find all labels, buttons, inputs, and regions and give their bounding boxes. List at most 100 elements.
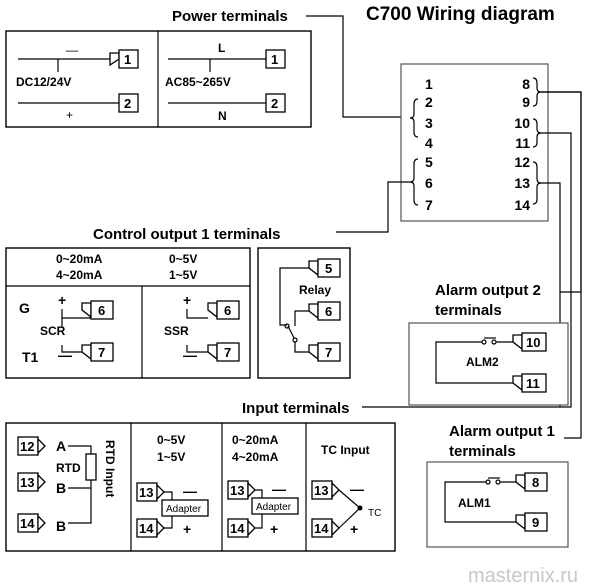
current-terminal-14: 14 [227,518,256,538]
ssr-label: SSR [164,324,189,338]
control-current-range-1: 0~20mA [56,252,103,266]
alarm1-terminal-9: 9 [515,512,548,532]
alarm2-terminal-10: 10 [512,332,547,352]
scr-label: SCR [40,324,66,338]
current-terminal-13: 13 [227,480,256,500]
alarm2-panel: ALM2 10 11 [408,322,569,406]
power-ac-terminal-1: 1 [265,49,286,69]
control-output-header: Control output 1 terminals [93,226,281,243]
svg-text:2: 2 [271,96,278,111]
svg-text:12: 12 [20,439,34,454]
terminal-block-number: 5 [425,154,433,170]
alarm1-header-line2: terminals [449,443,516,460]
svg-text:14: 14 [20,516,35,531]
ssr-terminal-7: 7 [207,342,240,362]
control-leader-line [336,181,410,233]
svg-text:14: 14 [139,521,154,536]
control-voltage-range-1: 0~5V [169,252,197,266]
ac-l-label: L [218,41,225,55]
svg-text:7: 7 [325,345,332,360]
alarm1-header: Alarm output 1 [449,423,555,440]
voltage-terminal-14: 14 [136,518,165,538]
terminal-block-number: 14 [514,197,530,213]
relay-panel: Relay 5 6 7 [257,247,351,379]
alarm2-terminal-11: 11 [512,373,547,393]
current-input-range-1: 0~20mA [232,433,279,447]
rtd-b2-label: B [56,518,66,534]
voltage-adapter [161,499,209,517]
power-terminals-header: Power terminals [172,8,288,25]
terminal-block-number: 12 [514,154,530,170]
alarm1-leader-line [541,91,582,439]
rtd-input-label: RTD Input [103,440,117,497]
power-leader-line [306,15,402,118]
svg-text:6: 6 [224,303,231,318]
relay-terminal-6: 6 [308,301,341,321]
svg-text:7: 7 [98,345,105,360]
svg-text:7: 7 [224,345,231,360]
alarm1-to-input-leader [362,132,572,408]
rtd-b1-label: B [56,480,66,496]
rtd-terminal-14: 14 [17,513,46,533]
diagram-title: C700 Wiring diagram [366,4,555,25]
tc-input-label: TC Input [321,443,370,457]
tc-plus-sign: + [350,521,358,537]
scr-minus-sign: — [58,347,72,363]
svg-text:6: 6 [325,304,332,319]
dc-plus-sign: + [66,108,73,122]
svg-text:10: 10 [526,335,540,350]
control-current-range-2: 4~20mA [56,268,103,282]
ac-voltage-label: AC85~265V [165,75,231,89]
tc-terminal-13: 13 [311,480,340,500]
terminal-block-number: 1 [425,76,433,92]
terminal-block-number: 4 [425,135,433,151]
svg-text:6: 6 [98,303,105,318]
rtd-a-label: A [56,438,66,454]
svg-text:1: 1 [271,52,278,67]
rtd-label: RTD [56,461,81,475]
rtd-terminal-12: 12 [17,436,46,456]
svg-text:13: 13 [139,485,153,500]
current-adapter [251,497,299,515]
terminal-block-number: 10 [514,115,530,131]
terminal-block-number: 6 [425,175,433,191]
terminal-block-number: 7 [425,197,433,213]
alarm2-header: Alarm output 2 [435,282,541,299]
control-voltage-range-2: 1~5V [169,268,197,282]
scr-terminal-6: 6 [81,300,114,320]
relay-terminal-7: 7 [308,342,341,362]
ssr-plus-sign: + [183,292,191,308]
rtd-resistor [85,453,97,481]
scr-terminal-7: 7 [81,342,114,362]
voltage-minus-sign: — [183,483,197,499]
voltage-terminal-13: 13 [136,482,165,502]
current-plus-sign: + [270,521,278,537]
input-terminals-header: Input terminals [242,400,350,417]
input-panel: 12 13 14 A B B RTD RTD Input 0~5V 1~5V 1… [5,422,396,552]
svg-text:11: 11 [526,376,540,391]
terminal-block-number: 3 [425,115,433,131]
svg-text:13: 13 [230,483,244,498]
power-panel: DC12/24V — + AC85~265V L N 1 2 1 2 [5,30,312,128]
scr-plus-sign: + [58,292,66,308]
brace-2-4 [409,98,419,138]
current-minus-sign: — [272,481,286,497]
svg-text:1: 1 [124,52,131,67]
terminal-block-number: 8 [522,76,530,92]
svg-text:14: 14 [314,521,329,536]
alarm1-label: ALM1 [458,496,491,510]
relay-label: Relay [299,283,331,297]
current-adapter-label: Adapter [256,502,292,513]
tc-junction [357,505,363,511]
scr-t1-label: T1 [22,349,39,365]
svg-text:2: 2 [124,96,131,111]
alarm2-header-line2: terminals [435,302,502,319]
svg-text:13: 13 [314,483,328,498]
current-input-range-2: 4~20mA [232,450,279,464]
ssr-minus-sign: — [183,347,197,363]
